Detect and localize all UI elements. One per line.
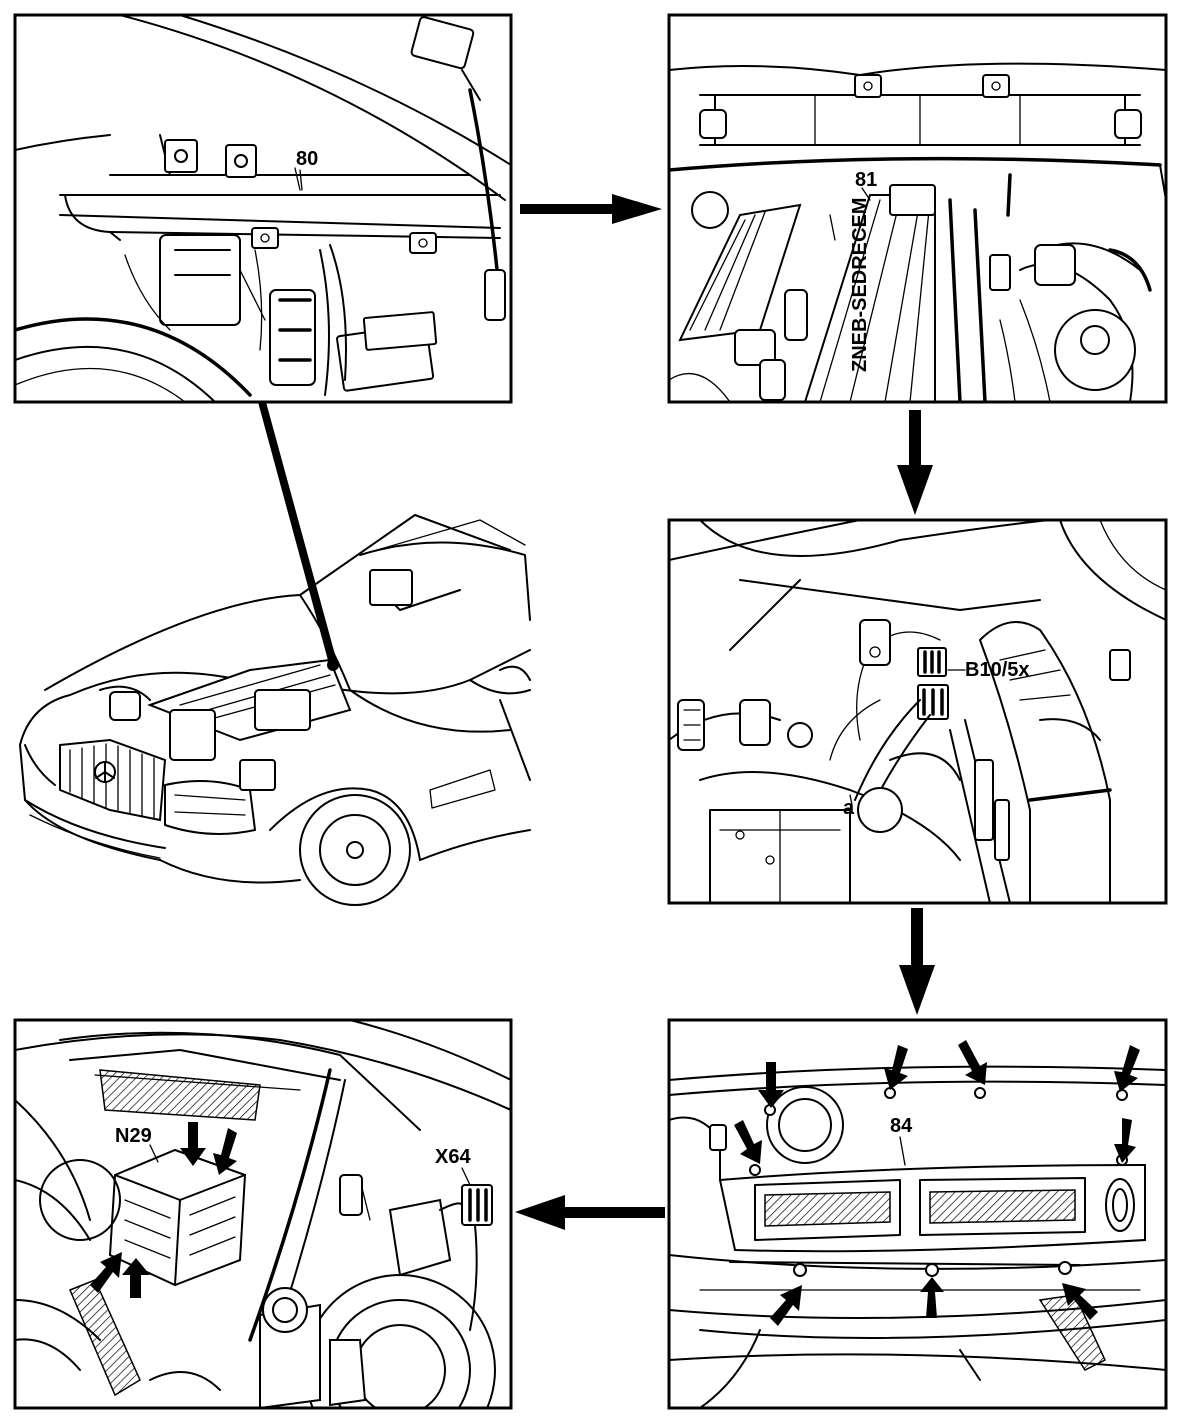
label-connector-b10-5x: B10/5x [965,659,1030,681]
label-module-n29: N29 [115,1125,152,1147]
panel-control-unit-cover: 84 [667,1018,1168,1410]
label-wire-a: a [843,797,855,819]
panel-engine-top: ZNEB-SEDRECEM 81 [667,13,1168,404]
arrow-panel1-to-panel2 [520,204,615,214]
arrow-panel3-to-panel4 [911,908,923,968]
label-part-80: 80 [296,148,318,170]
panel-module-n29: N29 X64 [13,1018,513,1410]
label-connector-x64: X64 [435,1146,471,1168]
panel-cowl-cover: 80 [13,13,513,404]
engine-cover-emblem: ZNEB-SEDRECEM [849,198,871,372]
label-part-84: 84 [890,1115,913,1137]
leader-line-car-to-panel [258,402,337,664]
flow-arrows [258,194,935,1230]
panel-connector-detail: B10/5x a [667,518,1168,905]
label-part-81: 81 [855,169,877,191]
arrow-panel4-to-panel5 [560,1207,665,1218]
vehicle-overview [19,514,531,906]
arrow-panel2-to-panel3 [909,410,921,468]
